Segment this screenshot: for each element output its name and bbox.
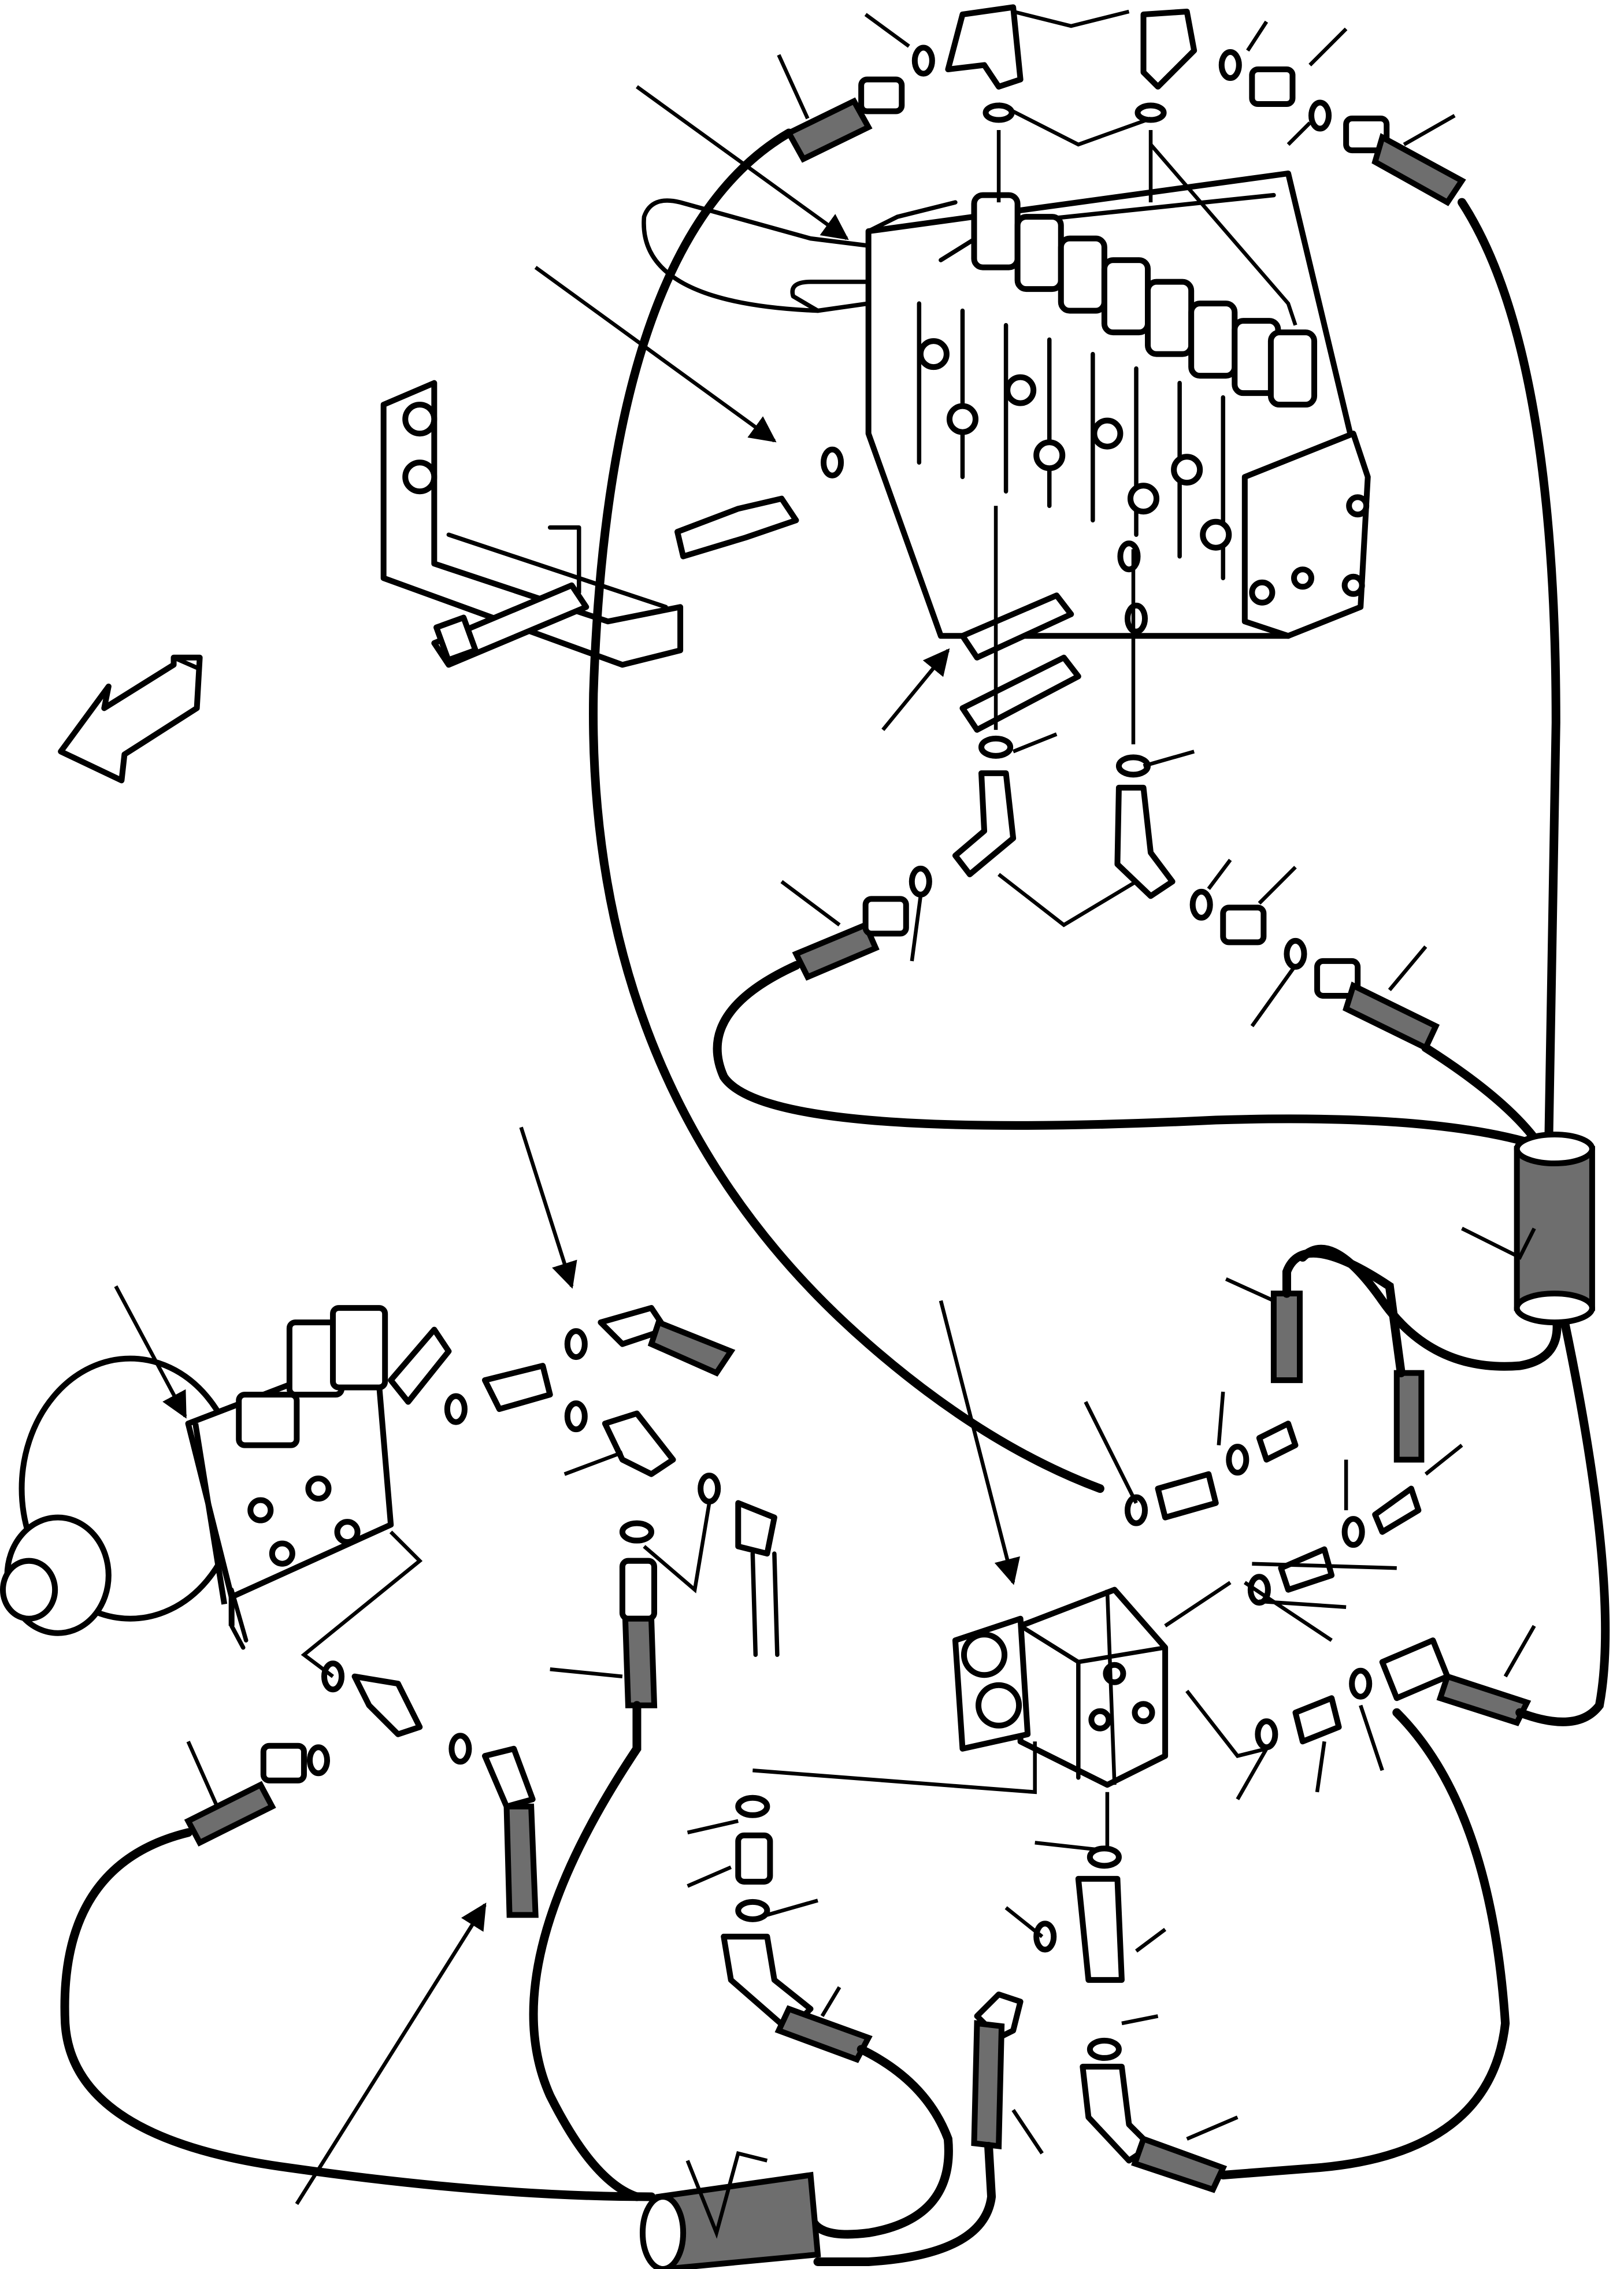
- leader-lines: [186, 9, 1536, 2239]
- valve-spool-caps: [971, 192, 1318, 408]
- aux-valve-fittings: [1124, 1291, 1532, 1751]
- hose-sleeves: [639, 1131, 1595, 2269]
- mounting-bracket: [380, 380, 684, 668]
- valve-return-fittings: [792, 735, 1440, 1052]
- pump-motor-assembly: [0, 1305, 452, 1650]
- top-fittings: [784, 4, 1466, 206]
- hose-end: [784, 97, 873, 163]
- control-valve-bank: [642, 170, 1371, 639]
- auxiliary-valve-block: [952, 1586, 1169, 1788]
- quick-couplers: [674, 446, 1148, 733]
- pump-fittings: [444, 1305, 780, 1708]
- callout-arrows: [114, 85, 1021, 2205]
- hoses: [60, 128, 1610, 2266]
- pump-lower-fittings: [184, 1660, 539, 1918]
- direction-arrow-icon: [58, 654, 203, 784]
- aux-lower-fittings: [721, 1795, 1228, 2193]
